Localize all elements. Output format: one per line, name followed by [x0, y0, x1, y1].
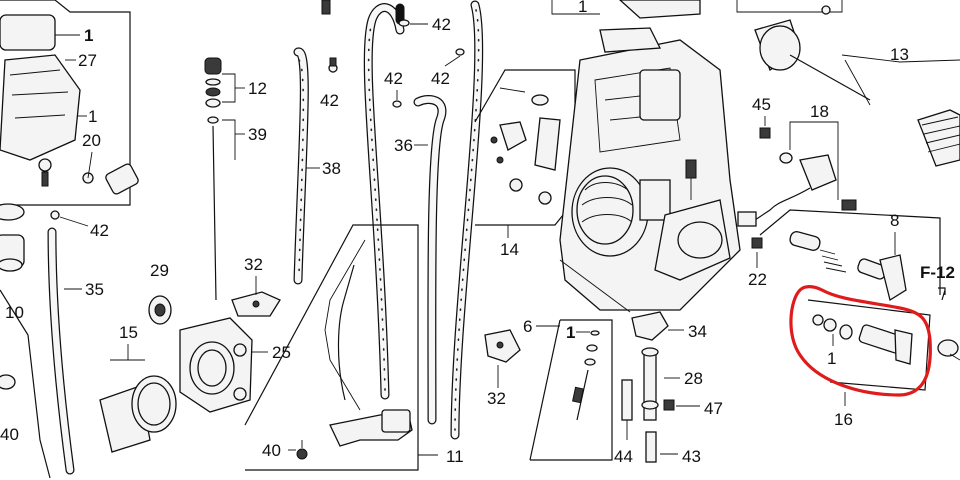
callout-1-left: 1 [88, 107, 97, 126]
red-highlight-circle [789, 285, 932, 397]
intake-parts-group: 29 32 25 15 [99, 255, 291, 453]
callout-36: 36 [394, 136, 413, 155]
callout-42-a: 42 [432, 15, 451, 34]
callout-1-top: 1 [84, 26, 93, 45]
jets-group: 32 34 28 47 44 43 [484, 311, 723, 466]
callout-42-left: 42 [90, 221, 109, 240]
callout-42-mid: 42 [320, 91, 339, 110]
float-bowl-group: 1 27 1 20 42 35 10 40 [0, 0, 139, 479]
carburetor-body [559, 27, 741, 313]
callout-40-bottom: 40 [262, 441, 281, 460]
cable-bracket-group: 40 11 [244, 224, 464, 471]
link-group-14: 14 [474, 69, 576, 259]
callout-40-left: 40 [0, 425, 19, 444]
callout-6: 6 [523, 317, 532, 336]
callout-42-c: 42 [384, 69, 403, 88]
callout-1-red: 1 [827, 349, 836, 368]
callout-39: 39 [248, 125, 267, 144]
callout-43: 43 [682, 447, 701, 466]
callout-11: 11 [446, 447, 464, 466]
callout-29: 29 [150, 261, 169, 280]
callout-20: 20 [82, 131, 101, 150]
vent-tube-38: 42 38 [293, 47, 341, 285]
callout-10: 10 [5, 303, 24, 322]
callout-22: 22 [748, 270, 767, 289]
hose-35 [47, 227, 75, 475]
callout-42-b: 42 [431, 69, 450, 88]
callout-32-mid: 32 [244, 255, 263, 274]
callout-12: 12 [248, 79, 267, 98]
callout-14: 14 [500, 240, 519, 259]
callout-16: 16 [834, 410, 853, 429]
callout-44: 44 [614, 447, 633, 466]
overflow-hoses: 42 42 42 36 [321, 0, 484, 440]
callout-35: 35 [85, 280, 104, 299]
subassembly-6: 6 1 [523, 317, 613, 461]
top-cap-group: 1 [551, 0, 843, 19]
callout-32-low: 32 [487, 389, 506, 408]
callout-38: 38 [322, 159, 341, 178]
callout-47: 47 [704, 399, 723, 418]
callout-15: 15 [119, 323, 138, 342]
jet-needle-group: 12 39 [204, 57, 267, 301]
callout-45: 45 [752, 95, 771, 114]
callout-1-six: 1 [566, 323, 575, 342]
callout-28: 28 [684, 369, 703, 388]
callout-13: 13 [890, 45, 909, 64]
callout-8: 8 [890, 211, 899, 230]
callout-27: 27 [78, 51, 97, 70]
callout-f12: F-12 [920, 263, 955, 282]
callout-18: 18 [810, 102, 829, 121]
throttle-sensor-group: 13 45 18 [737, 19, 960, 227]
callout-1-topmid: 1 [578, 0, 587, 16]
fuel-inlet-fitting-16: 1 16 [807, 299, 931, 429]
fuel-inlet-group: 22 8 F-12 [748, 209, 960, 361]
callout-34: 34 [688, 322, 707, 341]
